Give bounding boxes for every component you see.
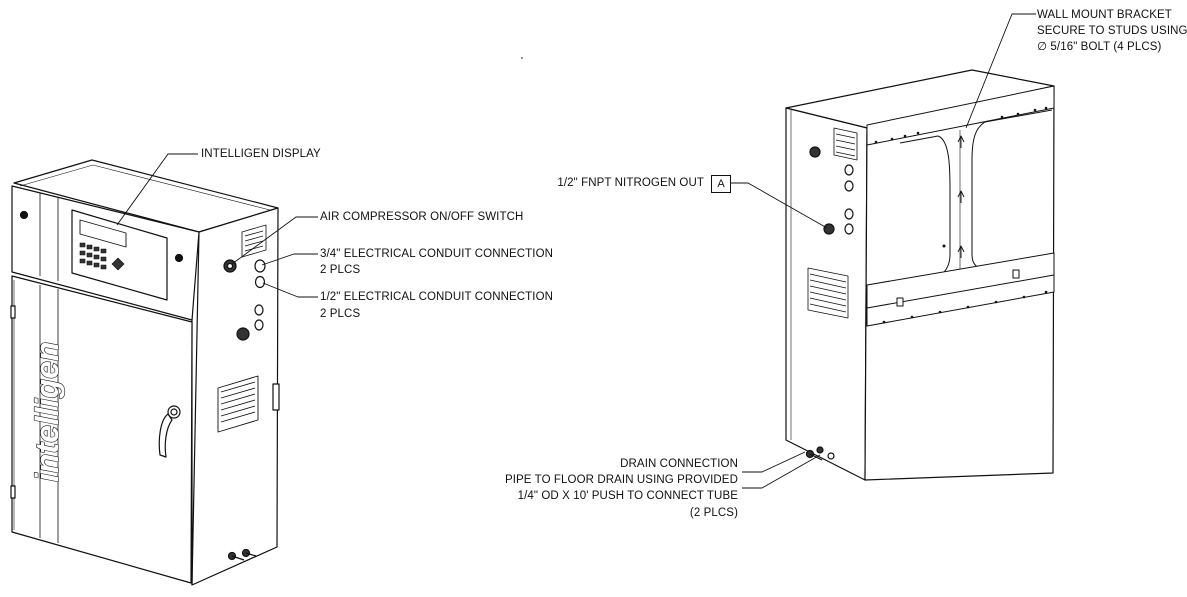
intelligen-wordmark: intelligen — [29, 342, 65, 482]
callout-bracket-line3: ∅ 5/16" BOLT (4 PLCS) — [1037, 41, 1162, 53]
callout-drain-line3: 1/4" OD X 10' PUSH TO CONNECT TUBE — [517, 490, 738, 502]
callout-switch: AIR COMPRESSOR ON/OFF SWITCH — [320, 211, 524, 223]
callout-display: INTELLIGEN DISPLAY — [201, 148, 321, 160]
callout-nitrogen: 1/2" FNPT NITROGEN OUT — [557, 177, 704, 189]
wall-bracket — [866, 85, 1055, 327]
nitrogen-tag: A — [711, 175, 731, 193]
side-vent — [217, 375, 259, 433]
leader-lines-front — [116, 153, 318, 298]
callout-bracket-line1: WALL MOUNT BRACKET — [1037, 9, 1172, 21]
back-unit — [785, 69, 1055, 481]
callout-drain-line4: (2 PLCS) — [689, 507, 738, 519]
callout-bracket-line2: SECURE TO STUDS USING — [1037, 25, 1187, 37]
callout-drain-line2: PIPE TO FLOOR DRAIN USING PROVIDED — [504, 474, 738, 486]
callout-conduit-34-line2: 2 PLCS — [320, 264, 361, 276]
door-handle — [158, 405, 181, 458]
front-unit — [10, 159, 280, 586]
callout-conduit-12-line1: 1/2" ELECTRICAL CONDUIT CONNECTION — [320, 291, 554, 303]
callout-drain-line1: DRAIN CONNECTION — [620, 458, 738, 470]
callout-conduit-34-line1: 3/4" ELECTRICAL CONDUIT CONNECTION — [320, 248, 554, 260]
leader-lines-back — [731, 13, 1036, 489]
wordmark-text: intelligen — [29, 342, 65, 482]
callout-conduit-12-line2: 2 PLCS — [320, 308, 361, 320]
